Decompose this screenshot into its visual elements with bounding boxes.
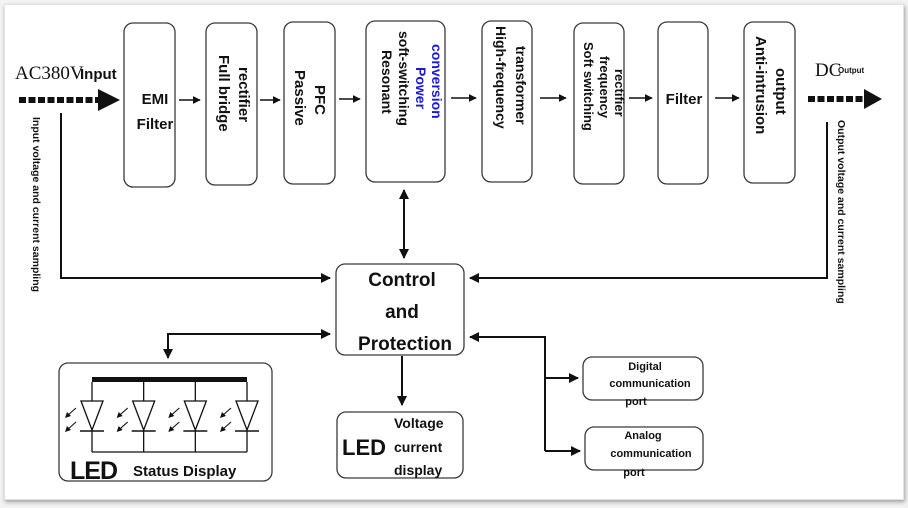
svg-text:Analog: Analog <box>624 430 661 442</box>
input-sampling-line <box>60 113 331 283</box>
stage-passive-pfc: PFC Passive <box>283 21 336 185</box>
svg-text:Filter: Filter <box>666 91 703 108</box>
svg-text:Soft switching: Soft switching <box>581 42 596 131</box>
control-ports-bus <box>469 332 546 451</box>
svg-text:Protection: Protection <box>358 334 452 355</box>
svg-text:Resonant: Resonant <box>379 50 395 114</box>
svg-text:Anti-intrusion: Anti-intrusion <box>752 36 769 134</box>
svg-text:rectifier: rectifier <box>235 67 252 122</box>
input-label: Input <box>80 66 117 83</box>
svg-text:Filter: Filter <box>137 116 174 133</box>
svg-text:current: current <box>394 439 443 455</box>
svg-text:port: port <box>623 467 645 479</box>
svg-text:Voltage: Voltage <box>394 415 444 431</box>
svg-text:communication: communication <box>610 448 692 460</box>
svg-text:soft-switching: soft-switching <box>396 31 412 126</box>
input-voltage-label: AC380V <box>15 63 84 84</box>
control-protection-block: Control and Protection <box>335 263 465 356</box>
svg-text:Control: Control <box>368 270 436 291</box>
svg-text:EMI: EMI <box>142 91 169 108</box>
output-label: Output <box>838 66 865 75</box>
svg-text:conversion: conversion <box>429 44 445 119</box>
led-diode-icon <box>116 382 156 452</box>
led-diode-icon <box>220 382 259 452</box>
chain-arrows <box>179 94 740 104</box>
output-sampling-line <box>469 122 828 283</box>
stage-emi-filter: EMI Filter <box>123 22 176 188</box>
stage-high-frequency-transformer: transformer High-frequency <box>481 20 533 183</box>
stage-soft-switching-rectifier: rectifier frequency Soft switching <box>573 22 627 185</box>
led-status-led-label: LED <box>70 457 117 485</box>
svg-text:PFC: PFC <box>311 85 328 115</box>
svg-text:High-frequency: High-frequency <box>493 26 509 129</box>
digital-communication-port: Digital communication port <box>582 356 704 408</box>
svg-text:Digital: Digital <box>628 361 662 373</box>
stage-resonant-power-conversion: conversion Power soft-switching Resonant <box>365 20 446 183</box>
led-meter-display: Voltage LED current display <box>336 411 464 479</box>
input-dashed-arrow <box>19 89 120 111</box>
svg-text:Full bridge: Full bridge <box>215 55 232 132</box>
output-sampling-label: Output voltage and current sampling <box>835 120 847 304</box>
svg-text:rectifier: rectifier <box>612 69 627 117</box>
svg-text:Power: Power <box>413 67 429 110</box>
input-sampling-label: Input voltage and current sampling <box>30 117 42 292</box>
led-status-display: LED Status Display <box>58 362 273 485</box>
svg-text:transformer: transformer <box>513 46 529 125</box>
analog-communication-port: Analog communication port <box>584 426 704 479</box>
svg-text:and: and <box>385 302 419 323</box>
output-dashed-arrow <box>808 89 882 109</box>
stage-anti-intrusion-output: output Anti-intrusion <box>743 21 796 184</box>
stage-filter: Filter <box>657 21 709 185</box>
led-diode-icon <box>168 382 208 452</box>
output-dc-label: DC <box>815 60 841 81</box>
led-meter-led-label: LED <box>342 435 386 460</box>
svg-text:output: output <box>772 68 789 115</box>
led-status-label: Status Display <box>133 463 237 480</box>
svg-text:Passive: Passive <box>291 70 308 126</box>
svg-text:port: port <box>625 396 647 408</box>
svg-text:communication: communication <box>609 378 691 390</box>
control-led-status-link <box>163 329 331 359</box>
svg-text:display: display <box>394 462 442 478</box>
svg-text:frequency: frequency <box>597 56 612 119</box>
led-diode-icon <box>65 382 104 452</box>
stage-full-bridge-rectifier: rectifier Full bridge <box>205 22 258 186</box>
